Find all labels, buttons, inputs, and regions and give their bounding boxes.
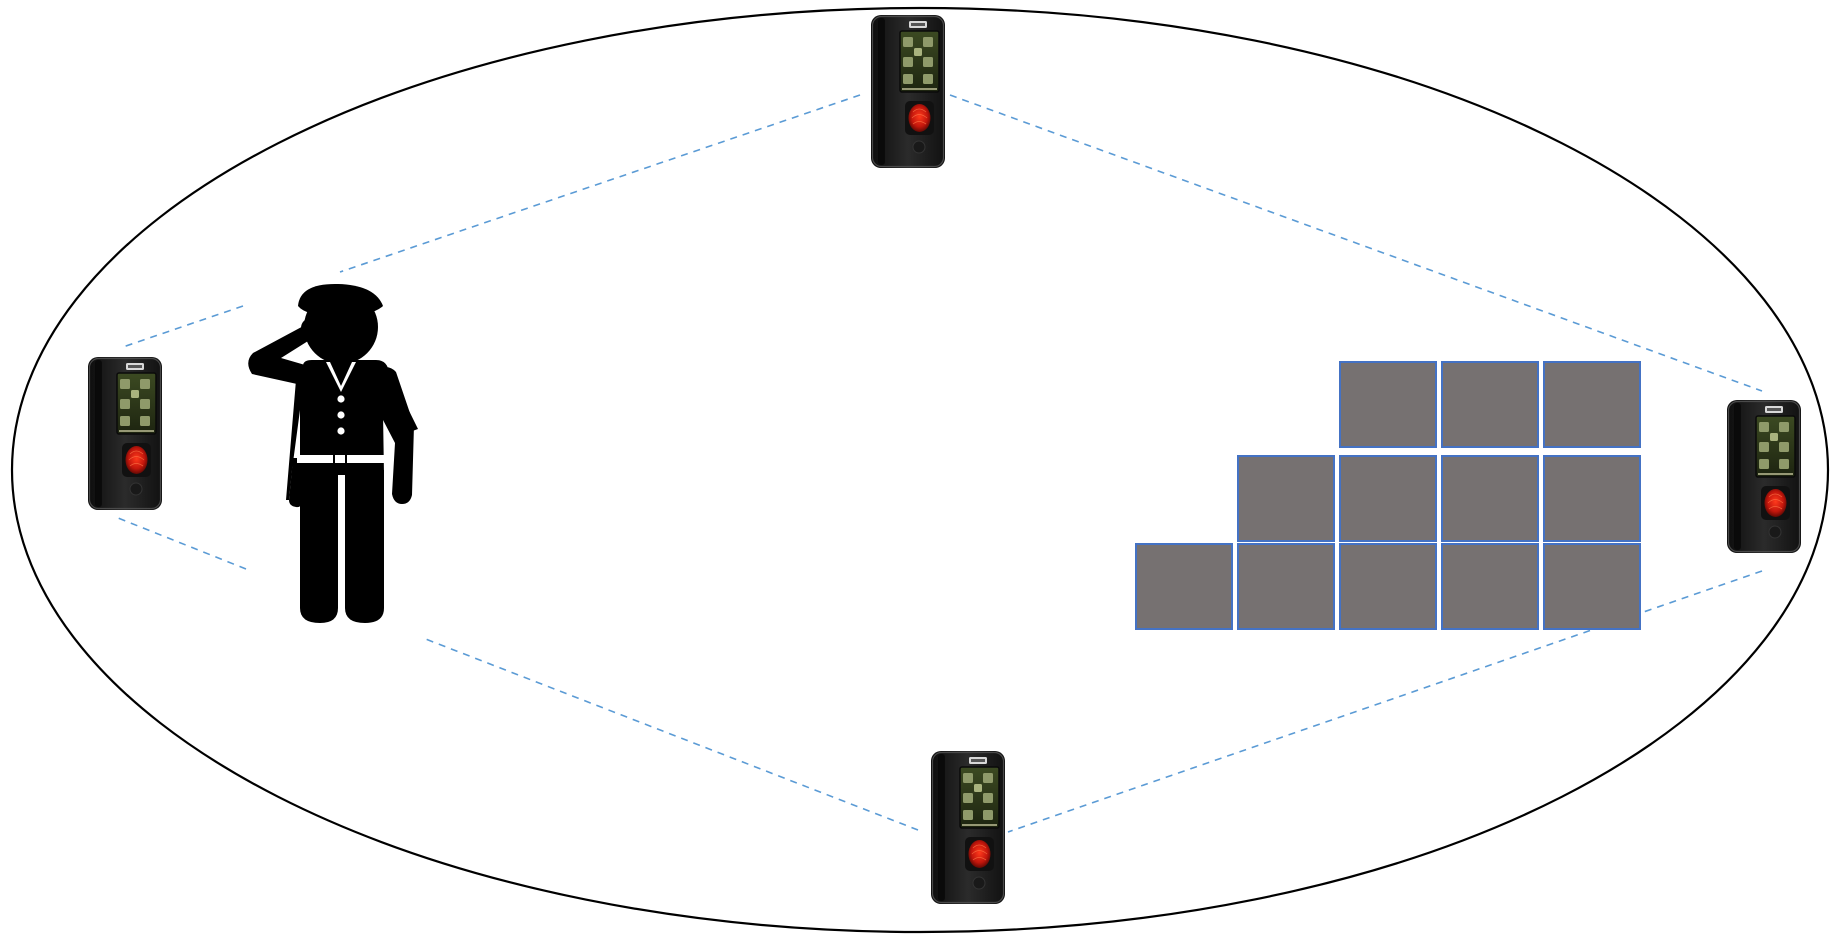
fingerprint-reader-right-icon bbox=[1726, 399, 1802, 554]
stack-block bbox=[1237, 543, 1335, 630]
stack-block bbox=[1543, 455, 1641, 542]
stack-block bbox=[1441, 455, 1539, 542]
path-segment-bottom-left bbox=[422, 637, 919, 831]
patrol-boundary bbox=[10, 6, 1830, 934]
stack-block bbox=[1441, 361, 1539, 448]
security-guard-icon bbox=[248, 283, 418, 623]
stack-block bbox=[1543, 543, 1641, 630]
path-segment-top-left bbox=[339, 94, 861, 273]
path-segment-guard-left-lower bbox=[117, 517, 247, 570]
stack-block bbox=[1237, 455, 1335, 542]
path-segment-top-right bbox=[949, 94, 1763, 392]
stack-block bbox=[1339, 455, 1437, 542]
stack-block bbox=[1339, 361, 1437, 448]
fingerprint-reader-top-icon bbox=[870, 14, 946, 169]
stack-block bbox=[1339, 543, 1437, 630]
fingerprint-reader-left-icon bbox=[87, 356, 163, 511]
stack-block bbox=[1441, 543, 1539, 630]
stack-block bbox=[1135, 543, 1233, 630]
stack-block bbox=[1543, 361, 1641, 448]
fingerprint-reader-bottom-icon bbox=[930, 750, 1006, 905]
path-segment-guard-left-upper bbox=[119, 305, 244, 349]
block-stack bbox=[1135, 361, 1641, 630]
